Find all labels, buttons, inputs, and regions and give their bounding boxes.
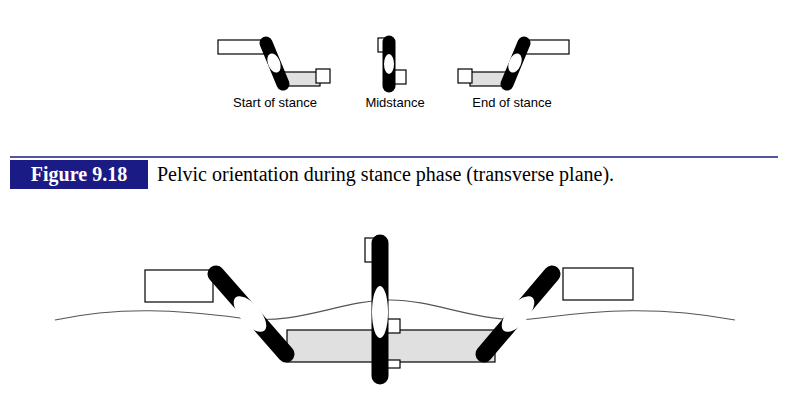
separator-rule — [10, 156, 778, 158]
figure-caption: Pelvic orientation during stance phase (… — [157, 163, 614, 186]
pelvis-end-small — [458, 40, 569, 86]
stance-label: Midstance — [365, 95, 424, 110]
stance-label: End of stance — [472, 95, 552, 110]
pelvis-mid-small — [378, 38, 406, 86]
stance-label: Start of stance — [233, 95, 317, 110]
pelvis-path-large — [55, 238, 735, 376]
pelvis-start-small — [218, 40, 330, 86]
figure-number: Figure 9.18 — [31, 163, 127, 186]
figure-number-box: Figure 9.18 — [10, 160, 148, 189]
